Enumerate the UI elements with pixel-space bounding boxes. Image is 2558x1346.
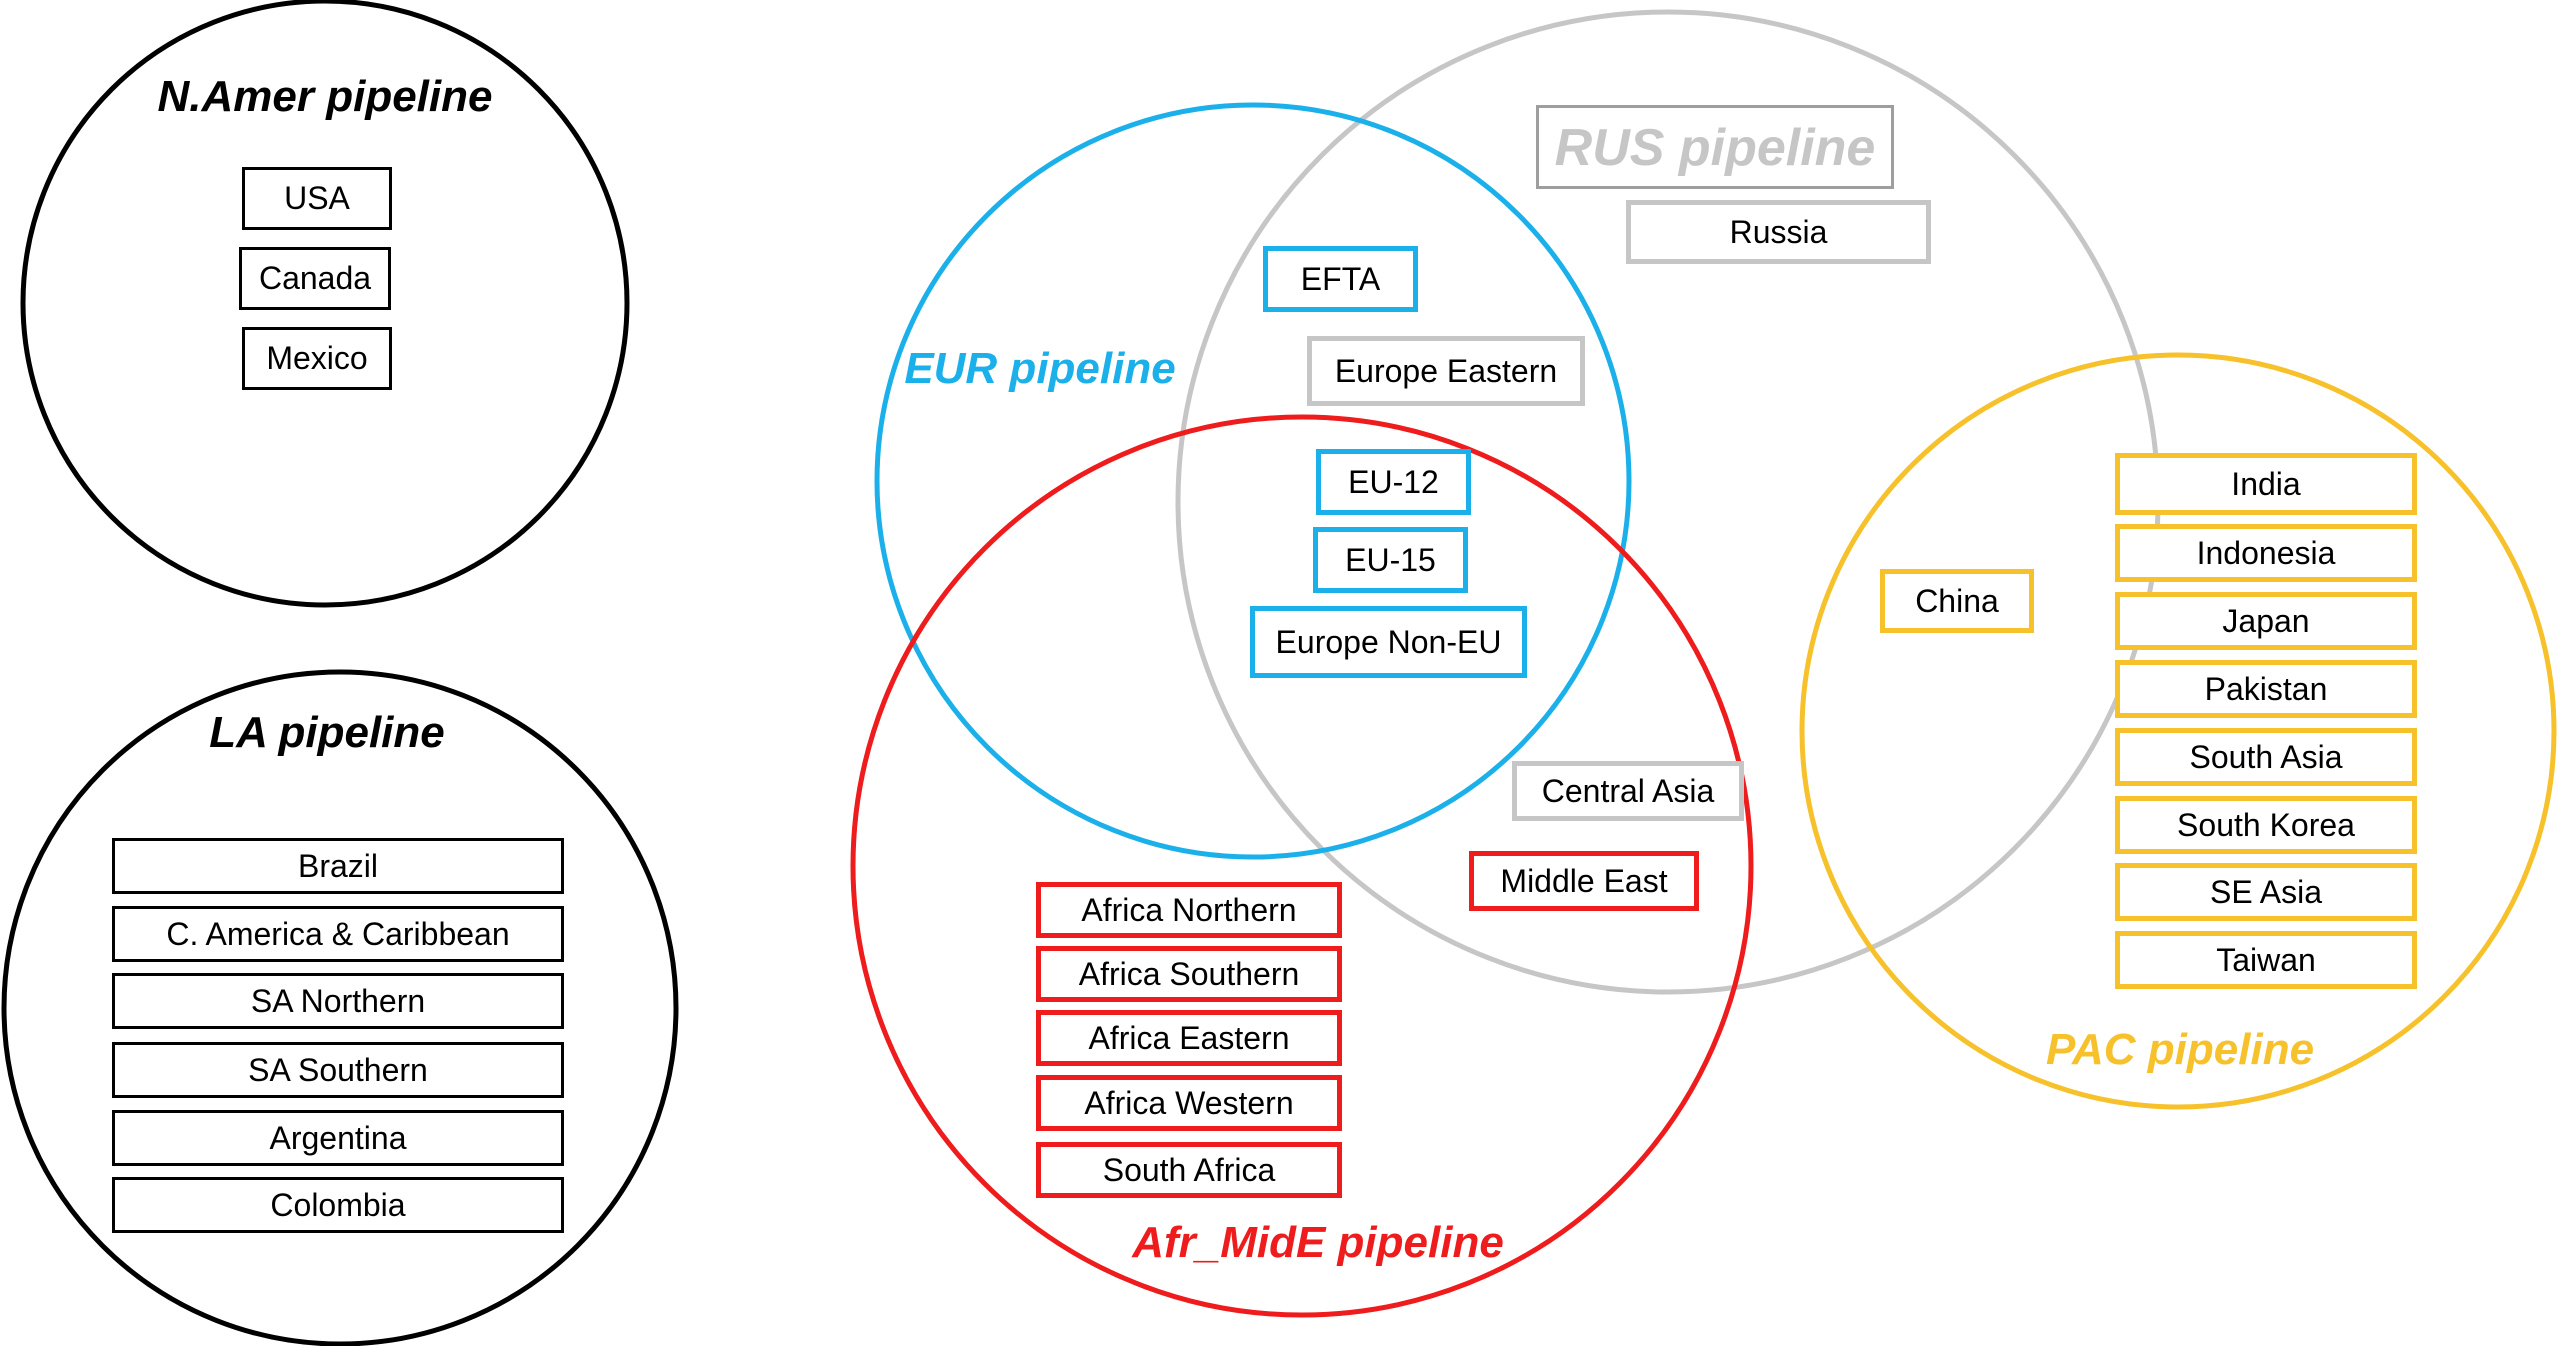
region-box-europe-non-eu: Europe Non-EU [1250,606,1527,678]
region-box-colombia: Colombia [112,1177,564,1233]
region-box-sa-southern: SA Southern [112,1042,564,1098]
region-box-africa-northern: Africa Northern [1036,882,1342,938]
region-box-brazil: Brazil [112,838,564,894]
region-box-africa-western: Africa Western [1036,1075,1342,1131]
eur-pipeline-title: EUR pipeline [904,344,1176,393]
region-box-south-asia: South Asia [2115,728,2417,786]
la-pipeline-title: LA pipeline [209,708,445,757]
pac-pipeline-title: PAC pipeline [2045,1025,2315,1074]
afr-mide-circle [850,414,1754,1318]
la-circle [1,669,679,1346]
namer-circle [20,0,630,608]
rus-title-frame [1536,105,1894,189]
pac-circle [1799,352,2557,1110]
region-box-eu-15: EU-15 [1313,527,1468,593]
region-box-india: India [2115,453,2417,515]
region-box-sa-northern: SA Northern [112,973,564,1029]
region-box-indonesia: Indonesia [2115,524,2417,582]
namer-pipeline-title: N.Amer pipeline [157,72,493,121]
region-box-canada: Canada [239,247,391,310]
region-box-se-asia: SE Asia [2115,863,2417,921]
region-box-mexico: Mexico [242,327,392,390]
region-box-china: China [1880,569,2034,633]
rus-pipeline-title: RUS pipeline [1554,119,1876,177]
region-box-c-america-caribbean: C. America & Caribbean [112,906,564,962]
region-box-europe-eastern: Europe Eastern [1307,336,1585,406]
region-box-japan: Japan [2115,592,2417,650]
region-box-africa-eastern: Africa Eastern [1036,1010,1342,1066]
region-box-argentina: Argentina [112,1110,564,1166]
region-box-efta: EFTA [1263,246,1418,312]
region-box-central-asia: Central Asia [1512,761,1744,821]
region-box-taiwan: Taiwan [2115,931,2417,989]
region-box-africa-southern: Africa Southern [1036,946,1342,1002]
region-box-middle-east: Middle East [1469,851,1699,911]
eur-circle [874,102,1632,860]
region-box-eu-12: EU-12 [1316,449,1471,515]
region-box-south-korea: South Korea [2115,796,2417,854]
region-box-russia: Russia [1626,200,1931,264]
afr-mide-pipeline-title: Afr_MidE pipeline [1132,1218,1504,1267]
region-box-pakistan: Pakistan [2115,660,2417,718]
region-box-south-africa: South Africa [1036,1142,1342,1198]
region-box-usa: USA [242,167,392,230]
